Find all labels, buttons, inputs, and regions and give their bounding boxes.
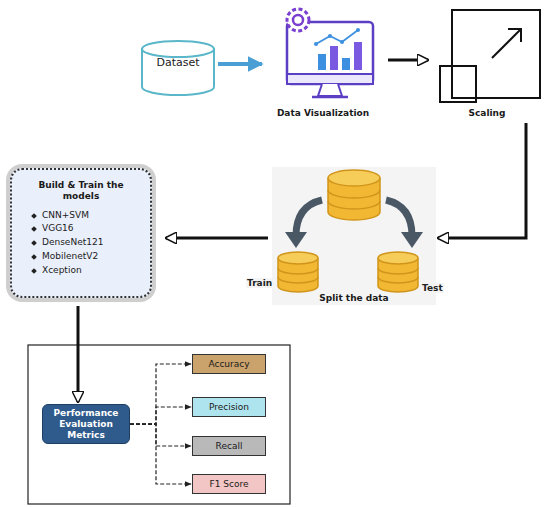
split-step: Split the data xyxy=(272,167,436,307)
node-label: Precision xyxy=(209,402,249,413)
split-part-label: Test xyxy=(421,283,444,293)
metric-box: Recall xyxy=(192,436,266,456)
node-label: Accuracy xyxy=(208,359,249,370)
visualization-step: Data Visualization xyxy=(262,5,384,121)
flow-arrow xyxy=(77,306,80,402)
metric-branch xyxy=(130,407,191,424)
metrics-box: Performance Evaluation Metrics xyxy=(42,404,130,444)
metric-branch xyxy=(130,364,191,424)
model-box: Build & Train the modelsCNN+SVM VGG16Dens… xyxy=(10,168,152,298)
metrics-frame xyxy=(28,345,290,504)
flow-arrow xyxy=(438,123,526,238)
database-cylinder xyxy=(278,252,318,292)
step-label: Scaling xyxy=(469,108,506,119)
node-label: F1 Score xyxy=(210,479,249,490)
node-label: Recall xyxy=(216,441,243,452)
metric-branch xyxy=(130,424,191,484)
metric-box: Precision xyxy=(192,397,266,417)
flow-arrow xyxy=(166,237,268,240)
metric-branch xyxy=(130,424,191,446)
database-cylinder xyxy=(378,252,418,292)
model-name: CNN+SVM xyxy=(30,210,142,221)
split-illustration xyxy=(272,167,436,305)
dataset-cylinder: Dataset xyxy=(140,40,216,96)
model-name: DenseNet121 xyxy=(30,237,142,248)
split-part-label: Train xyxy=(246,278,273,288)
step-label: Data Visualization xyxy=(277,108,369,119)
cylinder-top xyxy=(142,41,214,57)
model-name: MobilenetV2 xyxy=(30,251,142,262)
scaling-icon xyxy=(440,10,540,102)
model-name: VGG16 xyxy=(30,223,142,234)
step-label: Split the data xyxy=(319,293,388,304)
flow-arrow xyxy=(218,62,262,66)
box-heading: Build & Train the models xyxy=(20,180,142,202)
metric-box: Accuracy xyxy=(192,354,266,374)
database-cylinder xyxy=(328,170,380,220)
model-name: Xception xyxy=(30,265,142,276)
scaling-step: Scaling xyxy=(428,5,546,121)
flow-arrow xyxy=(388,59,428,62)
node-label: Performance Evaluation Metrics xyxy=(47,408,125,440)
node-label: Dataset xyxy=(156,56,199,69)
metric-box: F1 Score xyxy=(192,474,266,494)
monitor-icon xyxy=(287,9,373,97)
